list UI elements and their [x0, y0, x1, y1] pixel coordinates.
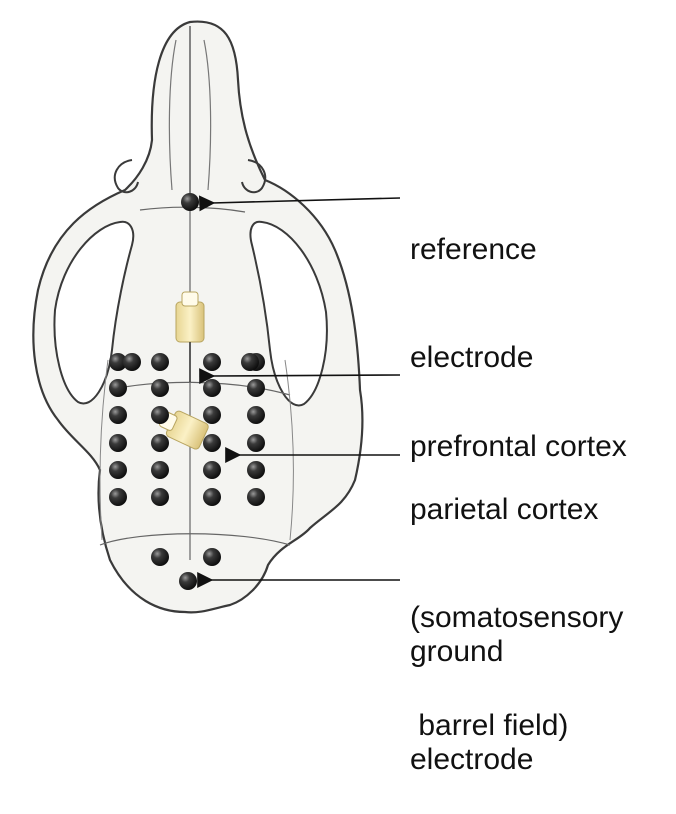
recording-electrode	[203, 461, 221, 479]
ground-electrode-label: ground electrode	[410, 562, 533, 814]
recording-electrode	[151, 353, 169, 371]
recording-electrode	[151, 461, 169, 479]
recording-electrode	[109, 488, 127, 506]
recording-electrode	[203, 488, 221, 506]
recording-electrode	[151, 406, 169, 424]
recording-electrode	[151, 434, 169, 452]
label-line: ground	[410, 634, 533, 670]
recording-electrode	[151, 488, 169, 506]
recording-electrode	[109, 379, 127, 397]
recording-electrode	[247, 434, 265, 452]
recording-electrode	[203, 406, 221, 424]
recording-electrode	[203, 379, 221, 397]
ground-electrode	[151, 548, 169, 566]
recording-electrode	[109, 406, 127, 424]
recording-electrode	[109, 461, 127, 479]
recording-electrode	[247, 488, 265, 506]
recording-electrode	[247, 406, 265, 424]
reference-electrode	[181, 193, 199, 211]
label-line: reference	[410, 232, 537, 268]
recording-electrode	[203, 353, 221, 371]
recording-electrode	[109, 434, 127, 452]
recording-electrode	[247, 379, 265, 397]
recording-electrode	[203, 434, 221, 452]
prefrontal-arrow	[212, 375, 400, 376]
ground-electrode	[203, 548, 221, 566]
label-line: parietal cortex	[410, 492, 623, 528]
recording-electrode	[247, 461, 265, 479]
label-line: electrode	[410, 742, 533, 778]
recording-electrode	[151, 379, 169, 397]
recording-electrode	[123, 353, 141, 371]
recording-electrode	[241, 353, 259, 371]
ground-electrode	[179, 572, 197, 590]
